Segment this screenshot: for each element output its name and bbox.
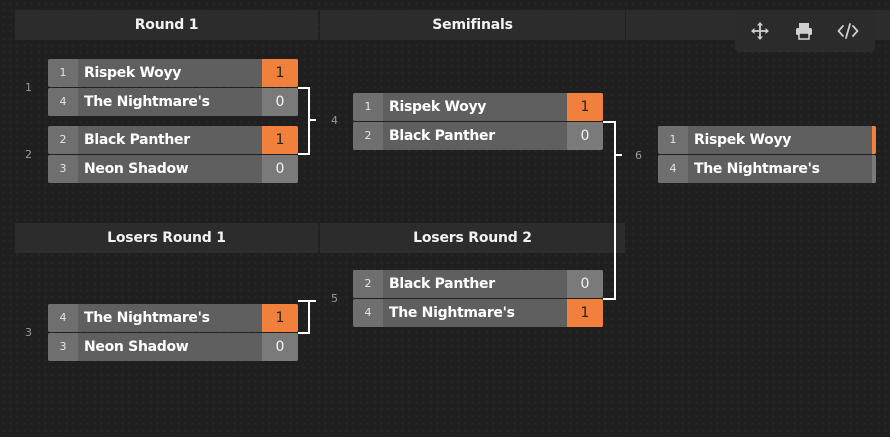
team-name: Neon Shadow (84, 161, 189, 177)
team-row[interactable]: 2 Black Panther 0 (353, 122, 603, 150)
team-seed: 1 (658, 126, 688, 154)
team-row[interactable]: 2 Black Panther 0 (353, 270, 603, 298)
team-name: Black Panther (84, 132, 190, 148)
bracket-connector (308, 119, 316, 121)
match-3[interactable]: 4 The Nightmare's 1 3 Neon Shadow 0 (48, 304, 298, 362)
match-4[interactable]: 1 Rispek Woyy 1 2 Black Panther 0 (353, 93, 603, 151)
team-score: 1 (262, 304, 298, 332)
team-name: Rispek Woyy (389, 99, 487, 115)
loser-indicator (872, 155, 876, 183)
team-row[interactable]: 3 Neon Shadow 0 (48, 333, 298, 361)
match-5[interactable]: 2 Black Panther 0 4 The Nightmare's 1 (353, 270, 603, 328)
team-row[interactable]: 4 The Nightmare's 0 (48, 88, 298, 116)
move-button[interactable] (739, 10, 781, 52)
team-name: The Nightmare's (84, 94, 210, 110)
bracket-connector (614, 154, 622, 156)
team-score: 1 (567, 299, 603, 327)
bracket-connector (298, 87, 310, 155)
team-score: 1 (262, 126, 298, 154)
team-seed: 2 (48, 126, 78, 154)
team-row[interactable]: 2 Black Panther 1 (48, 126, 298, 154)
team-name: Neon Shadow (84, 339, 189, 355)
team-score: 0 (567, 270, 603, 298)
team-name: The Nightmare's (694, 161, 820, 177)
move-icon (751, 22, 769, 40)
team-seed: 2 (353, 270, 383, 298)
team-seed: 2 (353, 122, 383, 150)
team-row[interactable]: 4 The Nightmare's 1 (353, 299, 603, 327)
embed-button[interactable] (827, 10, 869, 52)
match-1[interactable]: 1 Rispek Woyy 1 4 The Nightmare's 0 (48, 59, 298, 117)
team-seed: 1 (48, 59, 78, 87)
team-seed: 4 (658, 155, 688, 183)
embed-code-icon (837, 23, 859, 39)
team-seed: 4 (48, 88, 78, 116)
team-score: 1 (567, 93, 603, 121)
round-header-losers-round-2: Losers Round 2 (319, 223, 625, 253)
match-number: 6 (635, 149, 642, 162)
team-row[interactable]: 1 Rispek Woyy 1 (353, 93, 603, 121)
team-row[interactable]: 4 The Nightmare's (658, 155, 876, 183)
bracket-connector (308, 300, 316, 302)
team-score: 0 (262, 88, 298, 116)
team-score: 1 (262, 59, 298, 87)
team-row[interactable]: 1 Rispek Woyy (658, 126, 876, 154)
team-name: Rispek Woyy (84, 65, 182, 81)
team-seed: 4 (353, 299, 383, 327)
team-score: 0 (262, 333, 298, 361)
bracket-toolbar (735, 10, 875, 52)
round-header-semifinals: Semifinals (319, 10, 625, 40)
team-name: The Nightmare's (84, 310, 210, 326)
bracket-connector (298, 300, 310, 334)
team-row[interactable]: 1 Rispek Woyy 1 (48, 59, 298, 87)
round-header-round-1: Round 1 (15, 10, 318, 40)
team-row[interactable]: 3 Neon Shadow 0 (48, 155, 298, 183)
match-number: 2 (25, 148, 32, 161)
team-name: Black Panther (389, 128, 495, 144)
team-seed: 4 (48, 304, 78, 332)
match-number: 1 (25, 81, 32, 94)
match-number: 5 (331, 292, 338, 305)
match-6[interactable]: 1 Rispek Woyy 4 The Nightmare's (658, 126, 876, 184)
team-name: The Nightmare's (389, 305, 515, 321)
team-seed: 1 (353, 93, 383, 121)
round-header-losers-round-1: Losers Round 1 (15, 223, 318, 253)
print-icon (796, 23, 812, 40)
team-score: 0 (262, 155, 298, 183)
team-seed: 3 (48, 333, 78, 361)
bracket-connector (603, 121, 616, 300)
print-button[interactable] (783, 10, 825, 52)
match-2[interactable]: 2 Black Panther 1 3 Neon Shadow 0 (48, 126, 298, 184)
winner-indicator (872, 126, 876, 154)
team-row[interactable]: 4 The Nightmare's 1 (48, 304, 298, 332)
match-number: 3 (25, 326, 32, 339)
team-seed: 3 (48, 155, 78, 183)
team-score: 0 (567, 122, 603, 150)
team-name: Black Panther (389, 276, 495, 292)
match-number: 4 (331, 114, 338, 127)
team-name: Rispek Woyy (694, 132, 792, 148)
